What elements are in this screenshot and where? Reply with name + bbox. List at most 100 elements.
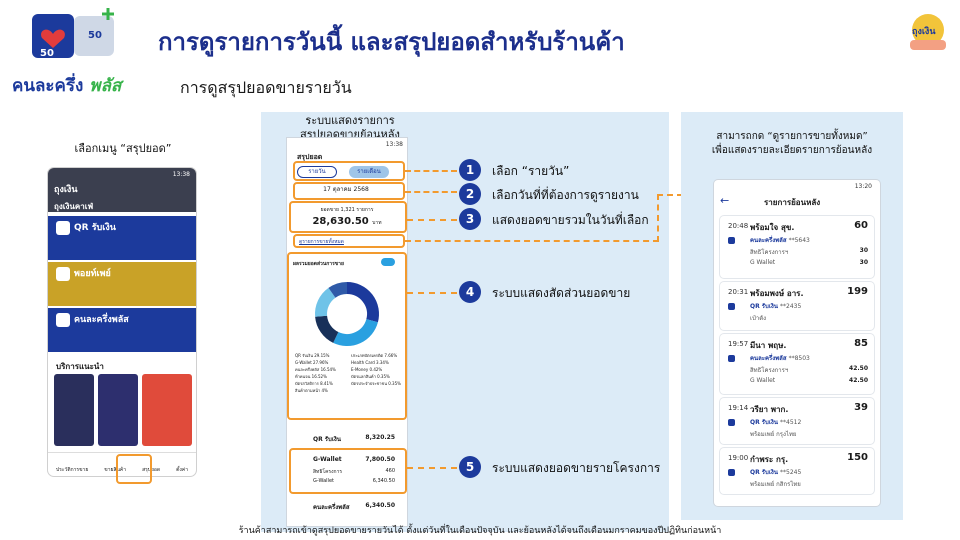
tx-channel: QR รับเงิน **2435 — [750, 303, 802, 310]
card-khonlakhrueng[interactable]: คนละครึ่งพลัส — [48, 308, 196, 352]
highlight-chart — [287, 252, 407, 420]
summary-title: สรุปยอด — [297, 153, 323, 161]
legend-item: G-Wallet 27.96% — [295, 360, 329, 365]
left-phone-screenshot: ถุงเงิน 13:38 ถุงเงินคาเฟ่ QR รับเงิน พอ… — [48, 168, 196, 476]
tx-line1: เป๋าตัง — [750, 315, 767, 322]
channel-icon — [728, 237, 735, 244]
history-title: รายการย้อนหลัง — [764, 198, 821, 207]
donut-segment — [346, 282, 379, 323]
banner-text: ถุงเงินคาเฟ่ — [54, 202, 94, 211]
tx-amount: 39 — [854, 402, 868, 413]
logo-badge-right: 50 — [88, 30, 102, 41]
back-arrow-icon[interactable]: ← — [720, 194, 730, 207]
puzzle-logo-icon: 50 50 — [32, 8, 114, 59]
legend-item: QR รับเงิน 29.15% — [295, 353, 330, 358]
connector-4 — [407, 292, 457, 294]
connector-1 — [405, 170, 457, 172]
legend-item: คนละครึ่งพลัส 16.54% — [295, 367, 336, 372]
nav-sell[interactable]: ขายสินค้า — [104, 467, 127, 473]
pointpay-icon — [56, 266, 70, 281]
tx-value1: 42.50 — [849, 365, 868, 372]
tab-monthly[interactable]: รายเดือน — [349, 166, 389, 178]
donut-segment — [315, 287, 336, 317]
date-picker[interactable]: 17 ตุลาคม 2568 — [323, 186, 369, 193]
tx-channel: คนละครึ่งพลัส **5643 — [750, 237, 810, 244]
promo-3[interactable] — [142, 374, 192, 446]
promo-2[interactable] — [98, 374, 138, 446]
tx-name: กำพระ กรุ. — [750, 455, 789, 464]
highlight-project-rows — [289, 448, 407, 494]
legend-item: บัตรแลกสินค้า 0.35% — [351, 374, 390, 379]
mid-status-time: 13:38 — [385, 141, 403, 148]
right-logo-text: ถุงเงิน — [912, 27, 936, 37]
chart-legend: QR รับเงิน 29.15% G-Wallet 27.96% คนละครึ่… — [295, 352, 403, 394]
legend-item: สินค้าตามหน้า 4% — [295, 388, 328, 393]
app-name: ถุงเงิน — [54, 185, 78, 195]
tx-amount: 150 — [847, 452, 868, 463]
nav-history[interactable]: ประวัติการขาย — [56, 467, 89, 473]
tx-name: วรียา พาก. — [750, 405, 789, 414]
hero-banner: ถุงเงิน 13:38 ถุงเงินคาเฟ่ — [48, 168, 196, 212]
brand-name: คนละครึ่ง พลัส — [12, 72, 121, 99]
tab-daily[interactable]: รายวัน — [297, 166, 337, 178]
section-title: บริการแนะนำ — [56, 362, 104, 371]
donut-segment — [333, 318, 378, 346]
connector-5 — [407, 467, 457, 469]
legend-item: ท้าคนจน 16.52% — [295, 374, 327, 379]
step-2-number: 2 — [459, 183, 481, 205]
plus-icon — [56, 312, 70, 327]
legend-item: บัตรประจำประชาชน 0.35% — [351, 381, 401, 386]
qr-icon — [56, 220, 70, 235]
card-pointpay[interactable]: พอยท์เพย์ — [48, 262, 196, 306]
tx-amount: 199 — [847, 286, 868, 297]
donut-chart — [315, 282, 379, 346]
legend-item: E-Money 0.42% — [351, 367, 383, 372]
mid-caption: ระบบแสดงรายการ สรุปยอดขายย้อนหลัง — [300, 114, 400, 141]
tx-name: พร้อมพงษ์ อาร. — [750, 289, 804, 298]
tx-line1: พร้อมเพย์ กรุงไทย — [750, 431, 797, 438]
tx-value1: 30 — [859, 247, 868, 254]
channel-icon — [728, 355, 735, 362]
tx-time: 19:57 — [728, 340, 749, 348]
step-5-number: 5 — [459, 456, 481, 478]
legend-item: บัตรสวัสดิการ 8.41% — [295, 381, 333, 386]
logo-badge-left: 50 — [40, 48, 54, 59]
step-3-number: 3 — [459, 208, 481, 230]
money-bag-logo-icon: ถุงเงิน — [904, 10, 952, 54]
nav-settings[interactable]: ตั้งค่า — [176, 467, 188, 473]
tx-value2: 30 — [859, 259, 868, 266]
brand-main: คนละครึ่ง — [12, 76, 84, 96]
tx-channel: คนละครึ่งพลัส **8503 — [750, 355, 810, 362]
step-4-text: ระบบแสดงสัดส่วนยอดขาย — [492, 286, 631, 300]
page-subtitle: การดูสรุปยอดขายรายวัน — [180, 78, 352, 97]
footer-note: ร้านค้าสามารถเข้าดูสรุปยอดขายรายวันได้ ต… — [238, 526, 722, 536]
highlight-total — [289, 201, 407, 233]
highlight-view-all — [293, 234, 405, 248]
tx-amount: 85 — [854, 338, 868, 349]
tx-line1: สิทธิโครงการฯ — [750, 249, 789, 256]
connector-3 — [407, 219, 457, 221]
donut-segment — [315, 315, 339, 343]
step-4-number: 4 — [459, 281, 481, 303]
view-all-link[interactable]: ดูรายการขายทั้งหมด — [299, 239, 344, 245]
step-5-text: ระบบแสดงยอดขายรายโครงการ — [492, 461, 661, 475]
summary-highlight — [116, 454, 152, 484]
card-qr[interactable]: QR รับเงิน — [48, 216, 196, 260]
tx-line2: G Wallet — [750, 259, 776, 266]
tx-amount: 60 — [854, 220, 868, 231]
promo-1[interactable] — [54, 374, 94, 446]
tx-name: พร้อมใจ สุข. — [750, 223, 795, 232]
channel-icon — [728, 303, 735, 310]
tx-channel: QR รับเงิน **5245 — [750, 469, 802, 476]
chart-toggle[interactable] — [381, 258, 395, 266]
step-2-text: เลือกวันที่ที่ต้องการดูรายงาน — [492, 188, 639, 202]
row-qr[interactable]: QR รับเงิน 8,320.25 — [313, 434, 395, 443]
channel-icon — [728, 469, 735, 476]
